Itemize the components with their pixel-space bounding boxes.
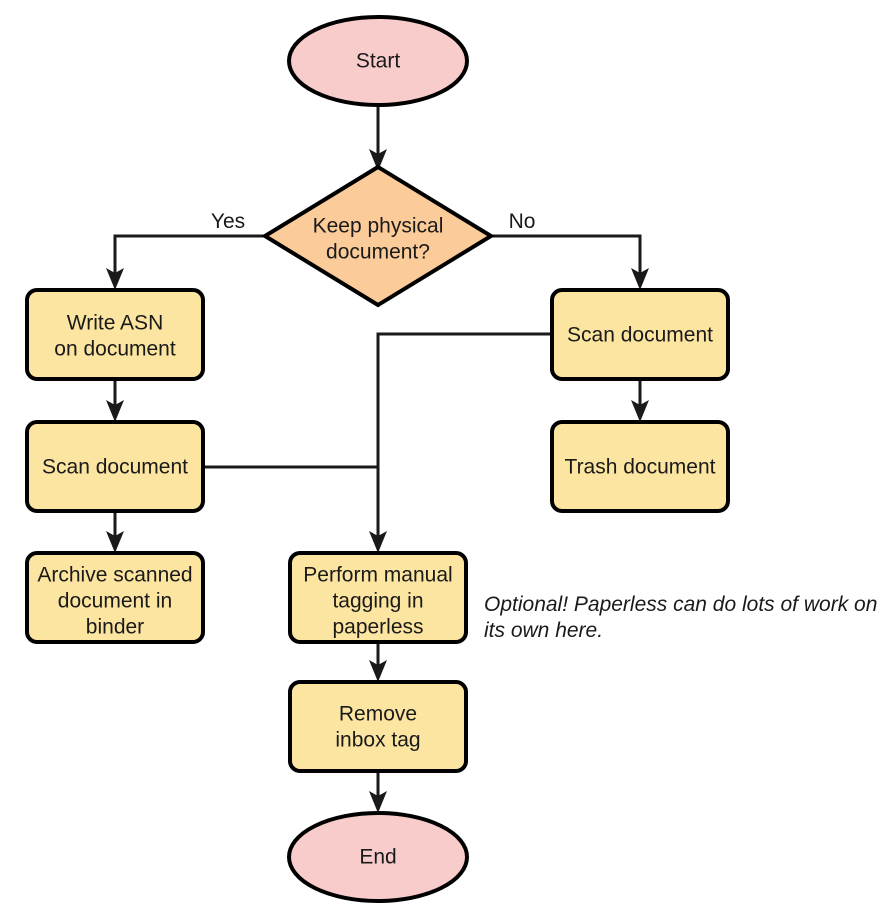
node-archive-binder[interactable]: Archive scanned document in binder	[25, 551, 205, 644]
edge-label-yes: Yes	[211, 210, 245, 233]
trash-document-box-shape[interactable]	[550, 420, 730, 513]
node-end[interactable]: End	[287, 811, 469, 903]
write-asn-label-line2: on document	[54, 338, 176, 361]
edge-label-layer: Yes No	[211, 210, 536, 233]
start-ellipse-shape[interactable]	[287, 15, 469, 107]
edge-label-no: No	[509, 210, 536, 233]
annotation-optional-note: Optional! Paperless can do lots of work …	[484, 593, 877, 642]
edge-start-to-decision	[369, 105, 387, 171]
edge-scanleft-to-archive	[106, 511, 124, 553]
annotation-line2: its own here.	[484, 619, 603, 642]
manual-tagging-label-line1: Perform manual	[303, 564, 452, 587]
edge-scanright-to-trash	[631, 379, 649, 422]
node-manual-tagging[interactable]: Perform manual tagging in paperless	[288, 551, 468, 644]
scan-document-right-box-shape[interactable]	[550, 288, 730, 381]
end-ellipse-shape[interactable]	[287, 811, 469, 903]
remove-inbox-tag-label-line2: inbox tag	[335, 729, 420, 752]
scan-document-left-label: Scan document	[42, 456, 188, 479]
node-scan-document-right[interactable]: Scan document	[550, 288, 730, 381]
decision-label-line2: document?	[326, 241, 430, 264]
edge-tagging-to-remove	[369, 642, 387, 682]
manual-tagging-box-shape[interactable]	[288, 551, 468, 644]
edge-remove-to-end	[369, 771, 387, 813]
scan-document-left-box-shape[interactable]	[25, 420, 205, 513]
trash-document-label: Trash document	[565, 456, 716, 479]
decision-label-line1: Keep physical	[313, 215, 444, 238]
edge-asn-to-scan	[106, 379, 124, 422]
node-layer: Start Keep physical document? Write ASN …	[25, 15, 730, 903]
edge-layer	[106, 105, 649, 813]
node-decision-keep-physical[interactable]: Keep physical document?	[261, 164, 495, 308]
write-asn-label-line1: Write ASN	[67, 312, 163, 335]
end-label: End	[359, 846, 396, 869]
annotation-line1: Optional! Paperless can do lots of work …	[484, 593, 877, 616]
remove-inbox-tag-label-line1: Remove	[339, 703, 417, 726]
archive-binder-label-line1: Archive scanned	[37, 564, 192, 587]
manual-tagging-label-line2: tagging in	[332, 590, 423, 613]
start-label: Start	[356, 50, 401, 73]
node-start[interactable]: Start	[287, 15, 469, 107]
remove-inbox-tag-box-shape[interactable]	[288, 680, 468, 773]
node-write-asn[interactable]: Write ASN on document	[25, 288, 205, 381]
edge-scanright-to-tagging	[369, 332, 552, 553]
node-scan-document-left[interactable]: Scan document	[25, 420, 205, 513]
manual-tagging-label-line3: paperless	[332, 616, 423, 639]
scan-document-right-label: Scan document	[567, 324, 713, 347]
write-asn-box-shape[interactable]	[25, 288, 205, 381]
edge-decision-no	[490, 234, 649, 290]
archive-binder-box-shape[interactable]	[25, 551, 205, 644]
decision-diamond-shape[interactable]	[261, 164, 495, 308]
node-trash-document[interactable]: Trash document	[550, 420, 730, 513]
edge-decision-yes	[106, 234, 265, 290]
archive-binder-label-line2: document in	[58, 590, 172, 613]
archive-binder-label-line3: binder	[86, 616, 144, 639]
node-remove-inbox-tag[interactable]: Remove inbox tag	[288, 680, 468, 773]
